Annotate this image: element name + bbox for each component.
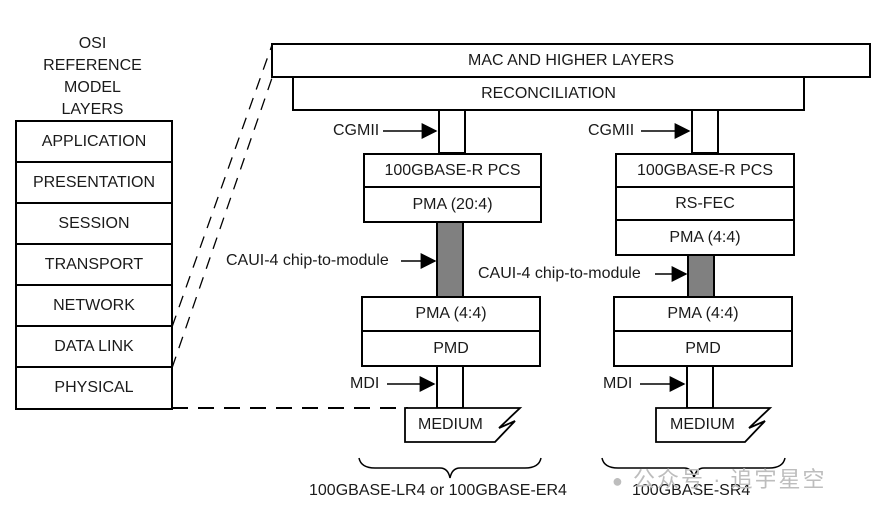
reconciliation-label: RECONCILIATION <box>481 84 616 102</box>
caui-label-left: CAUI-4 chip-to-module <box>226 252 389 269</box>
caption-left: 100GBASE-LR4 or 100GBASE-ER4 <box>309 482 567 499</box>
projection-line-upper <box>171 44 273 328</box>
mdi-label-right: MDI <box>603 375 633 392</box>
osi-layer-network: NETWORK <box>17 286 171 327</box>
reconciliation-box: RECONCILIATION <box>292 76 805 111</box>
right-pma-4-4-lower-layer: PMA (4:4) <box>615 298 791 332</box>
caption-right: 100GBASE-SR4 <box>632 482 751 499</box>
osi-heading-line: MODEL <box>64 79 121 96</box>
medium-label-right: MEDIUM <box>670 416 735 433</box>
caui-link-left <box>436 220 464 298</box>
medium-shape-right <box>655 407 773 443</box>
osi-heading: OSI REFERENCE MODEL LAYERS <box>20 33 165 121</box>
osi-layer-transport: TRANSPORT <box>17 245 171 286</box>
osi-layer-application: APPLICATION <box>17 122 171 163</box>
cgmii-label-left: CGMII <box>333 122 380 139</box>
mac-layer-box: MAC AND HIGHER LAYERS <box>271 43 871 78</box>
medium-shape-left <box>404 407 523 443</box>
left-pmd-layer: PMD <box>433 339 469 357</box>
osi-heading-line: REFERENCE <box>43 57 142 74</box>
osi-heading-line: LAYERS <box>61 101 124 118</box>
right-rs-fec-layer: RS-FEC <box>617 188 793 221</box>
caui-link-right <box>687 252 715 298</box>
brace-left <box>358 457 542 479</box>
left-pma-20-4-layer: PMA (20:4) <box>412 195 493 213</box>
mdi-label-left: MDI <box>350 375 380 392</box>
cgmii-connector-right <box>691 108 719 154</box>
mdi-connector-left <box>436 364 464 409</box>
caui-label-right: CAUI-4 chip-to-module <box>478 265 641 282</box>
cgmii-label-right: CGMII <box>588 122 635 139</box>
wechat-icon: ● <box>612 471 625 491</box>
osi-layer-data-link: DATA LINK <box>17 327 171 368</box>
right-upper-stack: 100GBASE-R PCS RS-FEC PMA (4:4) <box>615 153 795 256</box>
left-upper-stack: 100GBASE-R PCS PMA (20:4) <box>363 153 542 223</box>
right-lower-stack: PMA (4:4) PMD <box>613 296 793 367</box>
cgmii-connector-left <box>438 108 466 154</box>
left-pcs-layer: 100GBASE-R PCS <box>365 155 540 188</box>
osi-layer-presentation: PRESENTATION <box>17 163 171 204</box>
brace-right <box>601 457 786 479</box>
mac-layer-label: MAC AND HIGHER LAYERS <box>468 51 674 69</box>
osi-layer-physical: PHYSICAL <box>54 379 134 396</box>
projection-line-lower <box>171 77 273 369</box>
left-pma-4-4-layer: PMA (4:4) <box>363 298 539 332</box>
medium-label-left: MEDIUM <box>418 416 483 433</box>
right-pma-4-4-layer: PMA (4:4) <box>669 228 741 246</box>
osi-heading-line: OSI <box>78 35 107 52</box>
osi-layer-session: SESSION <box>17 204 171 245</box>
watermark: ● 公众号 · 追宇星空 <box>612 462 827 494</box>
watermark-text: 公众号 · 追宇星空 <box>633 467 827 492</box>
mdi-connector-right <box>686 364 714 409</box>
right-pcs-layer: 100GBASE-R PCS <box>617 155 793 188</box>
osi-layer-stack: APPLICATION PRESENTATION SESSION TRANSPO… <box>15 120 173 410</box>
right-pmd-layer: PMD <box>685 339 721 357</box>
left-lower-stack: PMA (4:4) PMD <box>361 296 541 367</box>
